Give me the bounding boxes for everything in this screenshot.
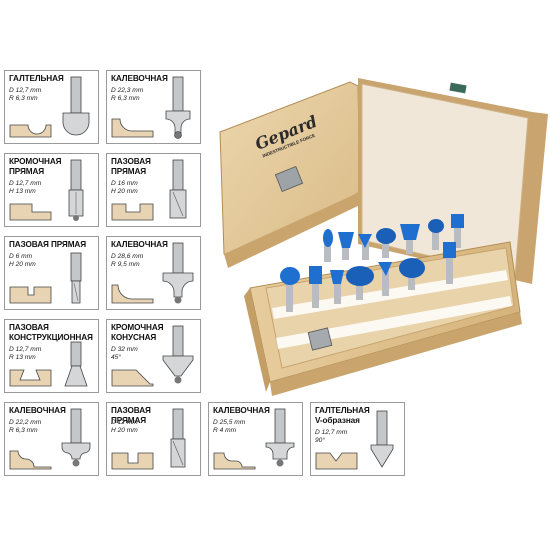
beading-profile-icon — [213, 452, 256, 470]
card-spec: D 16 mm — [111, 180, 138, 187]
card-spec: H 20 mm — [111, 427, 138, 434]
straight-groove-profile-icon — [111, 452, 154, 470]
router-bit-case: Gepard INDESTRUCTIBLE FORCE — [219, 78, 548, 396]
card-title: ПАЗОВАЯ ПРЯМАЯ — [111, 406, 151, 425]
card-spec: R 6,3 mm — [111, 95, 140, 102]
card-spec: D 22,3 mm — [111, 87, 144, 94]
card-spec: D 12,7 mm — [315, 429, 348, 436]
beading-bit-icon — [265, 408, 295, 467]
card-spec: D 12,7 mm — [9, 346, 42, 353]
card-spec: D 6 mm — [9, 253, 33, 260]
v-groove-profile-icon — [315, 452, 358, 470]
card-spec: R 9,5 mm — [111, 261, 140, 268]
router-bit-card: КАЛЕВОЧНАЯ D 22,2 mm R 6,3 mm — [4, 402, 99, 476]
card-title: ГАЛТЕЛЬНАЯ — [9, 74, 64, 83]
card-spec: D 25,5 mm — [213, 419, 246, 426]
narrow-straight-bit-icon — [70, 252, 82, 304]
v-groove-bit-icon — [370, 410, 394, 468]
router-bit-card: ГАЛТЕЛЬНАЯ D 12,7 mm R 6,3 mm — [4, 70, 99, 144]
card-spec: D 12 mm — [111, 419, 138, 426]
router-bit-card: ПАЗОВАЯ ПРЯМАЯ D 6 mm H 20 mm — [4, 236, 99, 310]
card-spec: 45° — [111, 354, 121, 361]
roundover-profile-icon — [111, 118, 154, 138]
chamfer-profile-icon — [111, 369, 154, 387]
straight-groove-profile-icon — [111, 203, 154, 221]
narrow-groove-profile-icon — [9, 286, 52, 304]
straight-bit-icon — [170, 408, 186, 468]
card-title: КРОМОЧНАЯ КОНУСНАЯ — [111, 323, 164, 342]
card-title: КРОМОЧНАЯ ПРЯМАЯ — [9, 157, 62, 176]
card-spec: D 12,7 mm — [9, 180, 42, 187]
router-bit-card: ПАЗОВАЯ ПРЯМАЯ D 16 mm H 20 mm — [106, 153, 201, 227]
card-spec: D 22,2 mm — [9, 419, 42, 426]
router-bit-card: ПАЗОВАЯ КОНСТРУКЦИОННАЯ D 12,7 mm R 13 m… — [4, 319, 99, 393]
ogee-profile-icon — [9, 450, 52, 470]
card-spec: H 20 mm — [9, 261, 36, 268]
roundover-bit-icon — [165, 76, 191, 139]
card-spec: R 6,3 mm — [9, 95, 38, 102]
closed-case: Gepard INDESTRUCTIBLE FORCE — [219, 81, 362, 268]
card-title: КАЛЕВОЧНАЯ — [213, 406, 270, 415]
card-title: ПАЗОВАЯ ПРЯМАЯ — [9, 240, 87, 249]
large-roundover-profile-icon — [111, 284, 154, 304]
card-spec: H 20 mm — [111, 188, 138, 195]
card-title: КАЛЕВОЧНАЯ — [9, 406, 66, 415]
card-title: КАЛЕВОЧНАЯ — [111, 74, 168, 83]
router-bit-card: КРОМОЧНАЯ ПРЯМАЯ D 12,7 mm H 13 mm — [4, 153, 99, 227]
card-spec: H 13 mm — [9, 188, 36, 195]
card-title: ПАЗОВАЯ ПРЯМАЯ — [111, 157, 151, 176]
card-title: ГАЛТЕЛЬНАЯ V-образная — [315, 406, 370, 425]
router-bit-card: ГАЛТЕЛЬНАЯ V-образная D 12,7 mm 90° — [310, 402, 405, 476]
card-spec: D 28,6 mm — [111, 253, 144, 260]
card-title: КАЛЕВОЧНАЯ — [111, 240, 168, 249]
router-bit-card: КАЛЕВОЧНАЯ D 25,5 mm R 4 mm — [208, 402, 303, 476]
router-bit-card: ПАЗОВАЯ ПРЯМАЯ D 12 mm H 20 mm — [106, 402, 201, 476]
dovetail-profile-icon — [9, 369, 52, 387]
cove-bit-icon — [62, 76, 90, 136]
card-spec: R 13 mm — [9, 354, 36, 361]
card-spec: 90° — [315, 437, 325, 444]
dovetail-bit-icon — [64, 341, 88, 387]
large-roundover-bit-icon — [162, 242, 194, 304]
card-spec: R 4 mm — [213, 427, 237, 434]
router-bit-card: КАЛЕВОЧНАЯ D 28,6 mm R 9,5 mm — [106, 236, 201, 310]
card-spec: D 32 mm — [111, 346, 138, 353]
card-title: ПАЗОВАЯ КОНСТРУКЦИОННАЯ — [9, 323, 93, 342]
flush-trim-profile-icon — [9, 203, 52, 221]
flush-trim-bit-icon — [68, 159, 84, 221]
card-spec: D 12,7 mm — [9, 87, 42, 94]
router-bits-back-row — [323, 214, 464, 262]
router-bit-card: КАЛЕВОЧНАЯ D 22,3 mm R 6,3 mm — [106, 70, 201, 144]
router-bits-front-row — [280, 242, 456, 312]
straight-bit-icon — [169, 159, 187, 219]
ogee-bit-icon — [61, 408, 91, 467]
card-spec: R 6,3 mm — [9, 427, 38, 434]
chamfer-bit-icon — [162, 325, 194, 384]
router-bit-card: КРОМОЧНАЯ КОНУСНАЯ D 32 mm 45° — [106, 319, 201, 393]
cove-profile-icon — [9, 124, 52, 138]
